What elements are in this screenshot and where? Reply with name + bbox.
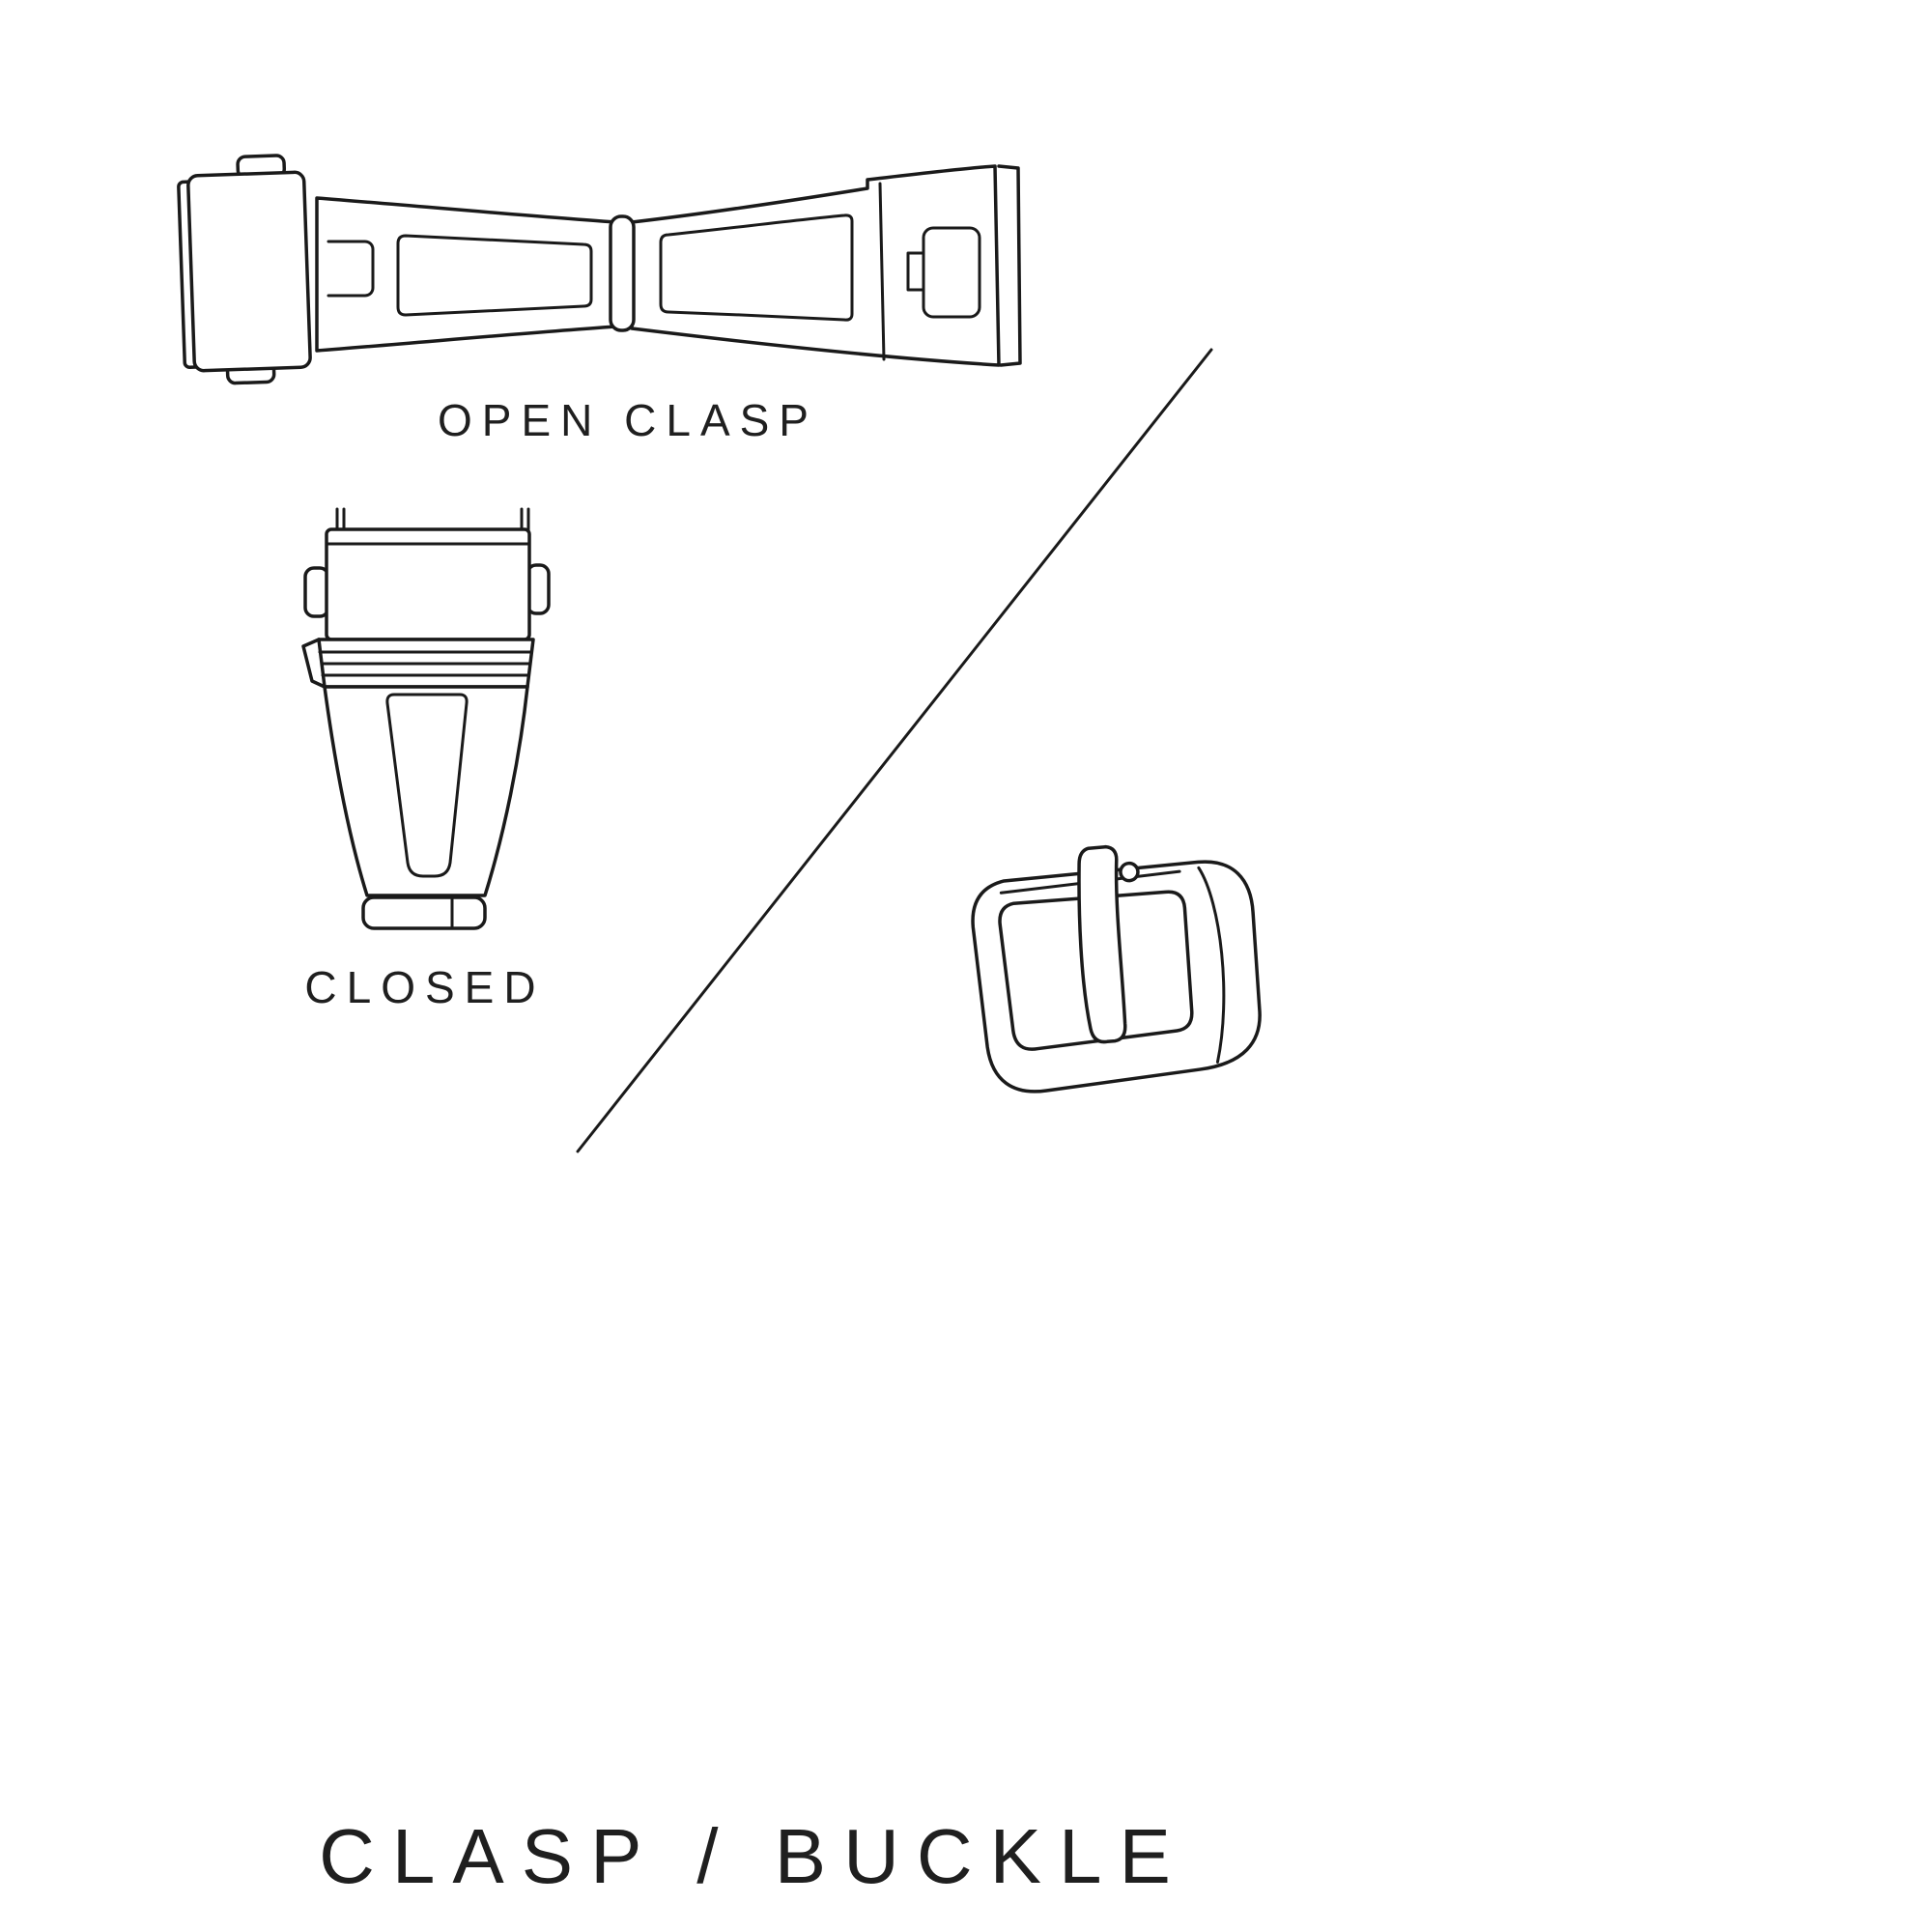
closed-clasp-body: [323, 685, 529, 897]
open-clasp-left-arm: [315, 196, 618, 353]
buckle-curve-line: [1197, 866, 1226, 1064]
open-clasp-left-window: [396, 234, 593, 317]
open-clasp-keeper-notch: [906, 251, 925, 292]
buckle-prong: [1077, 844, 1127, 1044]
open-clasp-keeper: [922, 226, 981, 319]
buckle-drawing: [971, 844, 1262, 1094]
diagram-title: CLASP / BUCKLE: [319, 1813, 1188, 1899]
open-clasp-left-notch: [327, 240, 375, 298]
closed-clasp-foot: [361, 895, 487, 930]
open-clasp-right-window: [659, 213, 854, 322]
buckle-illustration: [971, 844, 1262, 1094]
open-clasp-hinge: [609, 214, 636, 332]
buckle-frame: [971, 860, 1262, 1094]
closed-clasp-label: CLOSED: [304, 962, 546, 1012]
closed-clasp-illustration: [301, 507, 551, 930]
open-clasp-label: OPEN CLASP: [438, 395, 818, 445]
closed-clasp-drawing: [301, 507, 551, 930]
closed-clasp-slot: [385, 693, 469, 878]
open-clasp-end-cap: [997, 164, 1022, 367]
open-clasp-illustration: [177, 154, 1022, 385]
closed-clasp-top-block: [325, 527, 531, 641]
diagonal-divider-line: [576, 348, 1213, 1153]
buckle-ring: [1119, 861, 1140, 883]
open-clasp-buckle-end: [177, 154, 312, 385]
open-clasp-drawing: [177, 154, 1022, 385]
open-clasp-link-divider: [878, 182, 886, 361]
